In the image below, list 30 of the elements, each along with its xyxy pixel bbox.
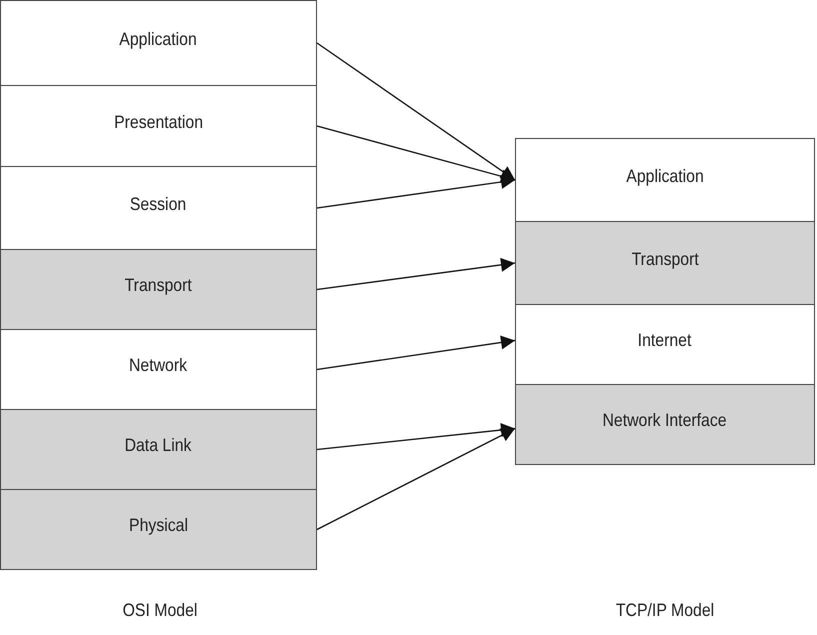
layer-label: Network Interface — [602, 410, 728, 431]
layer-label: Data Link — [125, 435, 192, 456]
model-caption: TCP/IP Model — [616, 600, 714, 621]
layer-label: Transport — [124, 275, 192, 296]
layer-box — [0, 329, 317, 410]
layer-label: Presentation — [114, 112, 203, 132]
arrow — [316, 42, 516, 181]
layer-label: Physical — [129, 515, 188, 536]
layer-label: Transport — [631, 248, 699, 270]
layer-label: Application — [626, 166, 704, 186]
arrow — [316, 258, 516, 290]
layer-box — [515, 384, 815, 465]
layer-box — [0, 409, 317, 490]
layer-box — [515, 304, 815, 385]
layer-box — [0, 85, 317, 167]
layer-box — [0, 249, 317, 330]
layer-label: Network — [129, 355, 188, 376]
layer-box — [515, 221, 815, 305]
layer-box — [0, 0, 317, 86]
model-caption: OSI Model — [122, 600, 198, 621]
layer-box — [0, 166, 317, 250]
layer-label: Application — [120, 28, 198, 50]
layer-box — [515, 138, 815, 222]
arrow — [316, 175, 516, 209]
layer-label: Session — [130, 194, 187, 214]
arrow — [316, 423, 516, 450]
arrow — [316, 336, 516, 370]
layer-box — [0, 489, 317, 570]
arrow — [316, 428, 516, 530]
layer-label: Internet — [638, 330, 692, 351]
